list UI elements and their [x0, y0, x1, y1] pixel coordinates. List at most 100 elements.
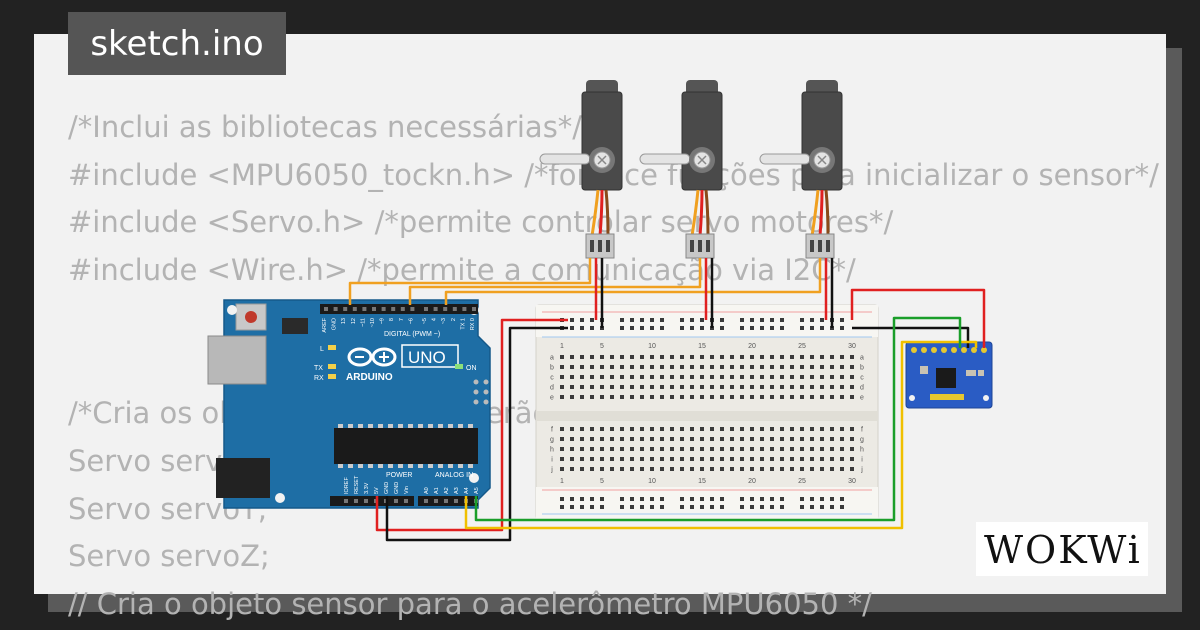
- arduino-logo-icon: [347, 347, 397, 367]
- breadboard-column-number: 10: [648, 343, 656, 350]
- breadboard-row-letter: a: [550, 355, 554, 362]
- led-label-rx: RX: [314, 375, 324, 382]
- breadboard-row-letter: a: [860, 355, 864, 362]
- analog-pin-label: A4: [464, 487, 470, 494]
- digital-pin-label: GND: [332, 318, 338, 330]
- code-line: /*Inclui as bibliotecas necessárias*/: [68, 110, 583, 144]
- breadboard-row-letter: c: [550, 375, 554, 382]
- breadboard-row-letter: f: [861, 427, 863, 434]
- breadboard-column-number: 15: [698, 478, 706, 485]
- servo-motor[interactable]: [539, 80, 623, 259]
- power-pin-label: IOREF: [344, 477, 350, 494]
- digital-pin-label: ~3: [441, 318, 447, 324]
- digital-pin-label: AREF: [322, 317, 328, 332]
- board-model: UNO: [408, 348, 446, 367]
- digital-pin-label: ~9: [380, 318, 386, 324]
- breadboard-row-letter: i: [551, 457, 553, 464]
- servo-motor[interactable]: [759, 80, 843, 259]
- breadboard-row-letter: g: [550, 437, 554, 444]
- digital-pin-label: 2: [451, 318, 457, 321]
- breadboard-column-number: 20: [748, 343, 756, 350]
- power-jack: [216, 458, 270, 498]
- breadboard-column-number: 25: [798, 478, 806, 485]
- power-header-label: POWER: [386, 472, 412, 479]
- breadboard-row-letter: h: [550, 447, 554, 454]
- power-pin-label: Vin: [404, 486, 410, 494]
- wokwi-logo-text: WOKWi: [984, 528, 1142, 572]
- servo-motor[interactable]: [639, 80, 723, 259]
- breadboard-row-letter: b: [860, 365, 864, 372]
- breadboard-row-letter: d: [550, 385, 554, 392]
- code-line: Servo servoZ;: [68, 539, 270, 574]
- breadboard-column-number: 5: [600, 343, 604, 350]
- analog-pin-label: A1: [434, 487, 440, 494]
- power-pin-label: 5V: [374, 487, 380, 494]
- wokwi-logo: WOKWi: [976, 522, 1148, 576]
- code-line: // Cria o objeto sensor para o acelerôme…: [68, 586, 872, 621]
- breadboard-column-number: 30: [848, 343, 856, 350]
- filename-label: sketch.ino: [90, 23, 264, 64]
- breadboard-column-number: 10: [648, 478, 656, 485]
- digital-pin-label: ~10: [370, 318, 376, 327]
- digital-pin-label: 7: [399, 318, 405, 321]
- breadboard-row-letter: c: [860, 375, 864, 382]
- breadboard-row-letter: i: [861, 457, 863, 464]
- digital-pin-label: RX 0: [470, 318, 476, 330]
- board-brand: ARDUINO: [346, 372, 393, 383]
- digital-header-label: DIGITAL (PWM ~): [384, 331, 440, 338]
- breadboard-column-number: 1: [560, 478, 564, 485]
- analog-pin-label: A2: [444, 487, 450, 494]
- code-line: #include <Servo.h> /*permite controlar s…: [68, 205, 894, 240]
- digital-header: [320, 304, 478, 314]
- breadboard-column-number: 1: [560, 343, 564, 350]
- power-pin-label: GND: [384, 482, 390, 494]
- power-pin-label: 3.3V: [364, 482, 370, 494]
- breadboard-row-letter: j: [860, 467, 863, 474]
- analog-pin-label: A5: [474, 487, 480, 494]
- digital-pin-label: 8: [389, 318, 395, 321]
- breadboard-row-letter: g: [860, 437, 864, 444]
- usb-port: [207, 335, 267, 385]
- power-pin-label: RESET: [354, 475, 360, 494]
- breadboard-row-letter: e: [550, 395, 554, 402]
- atmega-chip: [334, 428, 478, 464]
- digital-pin-label: 13: [341, 318, 347, 324]
- code-line: #include <Wire.h> /*permite a comunicaçã…: [68, 253, 856, 288]
- breadboard-column-number: 5: [600, 478, 604, 485]
- breadboard-row-letter: f: [551, 427, 553, 434]
- breadboard-row-letter: j: [550, 467, 553, 474]
- reset-button-cap[interactable]: [245, 311, 257, 323]
- breadboard-row-letter: b: [550, 365, 554, 372]
- analog-pin-label: A3: [454, 487, 460, 494]
- wires: [348, 258, 986, 542]
- breadboard-holes: [560, 318, 854, 509]
- led-label-l: L: [320, 346, 324, 353]
- breadboard-column-number: 30: [848, 478, 856, 485]
- breadboard-row-letter: d: [860, 385, 864, 392]
- power-pin-labels: IOREF RESET 3.3V 5V GND GND Vin: [344, 475, 410, 494]
- digital-pin-label: ~11: [360, 318, 366, 327]
- led-label-on: ON: [466, 365, 477, 372]
- wokwi-logo-icon: WOKWi: [984, 528, 1142, 572]
- digital-pin-label: ~6: [408, 318, 414, 324]
- servo-group: [539, 80, 843, 259]
- mpu6050-sensor[interactable]: [905, 341, 993, 409]
- digital-pin-label: 12: [351, 318, 357, 324]
- breadboard-row-letter: e: [860, 395, 864, 402]
- filename-tab: sketch.ino: [68, 12, 286, 75]
- led-label-tx: TX: [314, 365, 323, 372]
- breadboard-row-letter: h: [860, 447, 864, 454]
- breadboard-column-number: 15: [698, 343, 706, 350]
- breadboard-column-number: 20: [748, 478, 756, 485]
- digital-pin-label: TX 1: [460, 318, 466, 330]
- breadboard-column-number: 25: [798, 343, 806, 350]
- power-pin-label: GND: [394, 482, 400, 494]
- power-header: [330, 496, 414, 506]
